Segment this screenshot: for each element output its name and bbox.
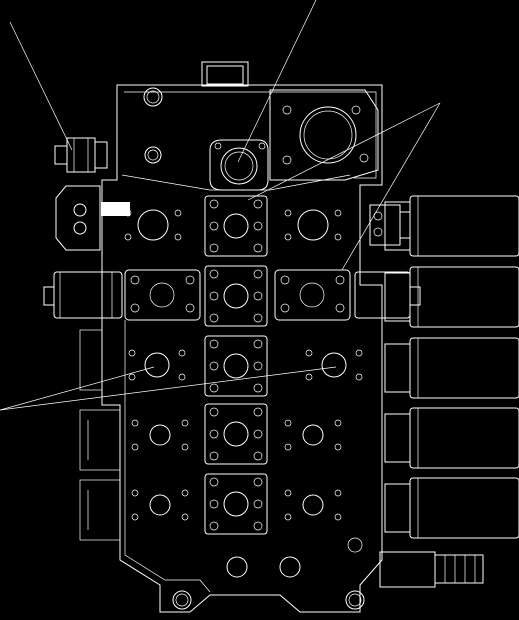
- solenoid-coil-4: [384, 407, 519, 469]
- section-bosses: [124, 209, 363, 521]
- port-plate-5: [204, 473, 268, 535]
- port-plate-2: [204, 265, 268, 327]
- pump-flange-plate: [269, 89, 379, 181]
- top-left-fitting: [54, 137, 108, 173]
- boss-5: [149, 424, 171, 446]
- port-plate-4: [204, 403, 268, 465]
- boss-2: [297, 209, 329, 241]
- left-spool-cap: [124, 269, 201, 321]
- boss-6: [302, 424, 324, 446]
- left-solenoid: [43, 271, 123, 319]
- solenoid-coil-1: [384, 195, 519, 257]
- callout-label: [101, 202, 130, 216]
- port-plate-3: [204, 335, 268, 397]
- solenoid-coil-5: [384, 477, 519, 539]
- bottom-right-connector: [379, 551, 484, 588]
- boss-3: [144, 352, 170, 378]
- right-spool-cap: [274, 269, 351, 321]
- boss-7: [149, 494, 171, 516]
- valve-body-outline: [101, 84, 383, 613]
- leader-lines: [0, 0, 441, 411]
- boss-4: [321, 352, 347, 378]
- right-solenoid-coils: [354, 195, 519, 539]
- upper-right-fitting: [369, 204, 411, 246]
- boss-1: [137, 209, 169, 241]
- left-section-stubs: [79, 329, 121, 541]
- left-side-fitting: [55, 185, 130, 251]
- center-port-plates: [204, 195, 268, 535]
- boss-8: [302, 494, 324, 516]
- port-plate-1: [204, 195, 268, 257]
- top-inlet-port: [201, 61, 249, 87]
- solenoid-coil-3: [384, 337, 519, 399]
- relief-valve-boss: [209, 139, 269, 191]
